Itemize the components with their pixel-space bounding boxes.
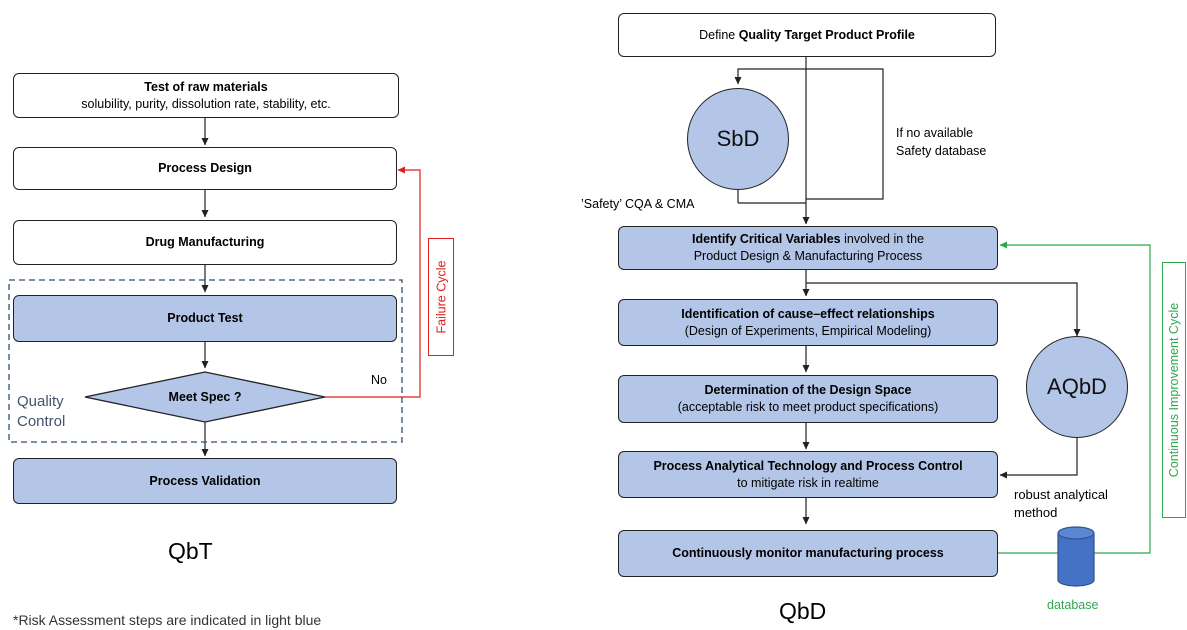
failure-cycle-line xyxy=(325,166,421,398)
process-design-box: Process Design xyxy=(13,147,397,190)
quality-label: Quality xyxy=(17,393,64,410)
identify-bold: Identify Critical Variables xyxy=(691,232,841,246)
qbd-branch-to-sbd xyxy=(734,68,806,85)
control-label: Control xyxy=(17,413,66,430)
meet-spec-label: Meet Spec ? xyxy=(168,390,242,404)
define-qtpp-box: Define Quality Target Product Profile xyxy=(618,13,996,57)
raw-materials-subtitle: solubility, purity, dissolution rate, st… xyxy=(81,96,331,111)
qbd-sbd-bypass xyxy=(806,68,884,200)
sbd-circle: SbD xyxy=(687,88,789,190)
drug-manufacturing-box: Drug Manufacturing xyxy=(13,220,397,265)
pat-box: Process Analytical Technology and Proces… xyxy=(618,451,998,498)
identify-rest: involved in the xyxy=(840,232,925,246)
raw-materials-box: Test of raw materials solubility, purity… xyxy=(13,73,399,118)
identify-critical-variables-box: Identify Critical Variables involved in … xyxy=(618,226,998,270)
quality-control-label: Quality Control xyxy=(17,392,65,432)
improvement-loop xyxy=(999,241,1151,554)
design-space-box: Determination of the Design Space (accep… xyxy=(618,375,998,423)
no-label: No xyxy=(371,373,387,387)
footnote: *Risk Assessment steps are indicated in … xyxy=(13,612,322,628)
database-icon xyxy=(1057,526,1095,587)
database-label: database xyxy=(1047,598,1099,612)
continuous-improvement-label: Continuous Improvement Cycle xyxy=(1162,262,1186,518)
pat-subtitle: to mitigate risk in realtime xyxy=(737,475,879,490)
quality-control-region xyxy=(8,279,403,443)
design-space-subtitle: (acceptable risk to meet product specifi… xyxy=(677,400,939,414)
design-space-title: Determination of the Design Space xyxy=(704,383,912,397)
cause-effect-box: Identification of cause–effect relations… xyxy=(618,299,998,346)
aqbd-circle: AQbD xyxy=(1026,336,1128,438)
qbt-title: QbT xyxy=(168,538,213,564)
aqbd-to-pat xyxy=(999,437,1078,479)
aqbd-feed-line xyxy=(806,282,1081,337)
define-bold: Quality Target Product Profile xyxy=(738,27,915,42)
define-prefix: Define xyxy=(699,27,739,42)
robust-method-note: robust analytical method xyxy=(1014,487,1108,520)
raw-materials-title: Test of raw materials xyxy=(144,79,268,94)
continuous-monitor-box: Continuously monitor manufacturing proce… xyxy=(618,530,998,577)
cause-effect-subtitle: (Design of Experiments, Empirical Modeli… xyxy=(684,323,932,338)
cause-effect-title: Identification of cause–effect relations… xyxy=(681,306,935,321)
safety-cqa-label: ’Safety’ CQA & CMA xyxy=(581,197,695,211)
failure-cycle-label: Failure Cycle xyxy=(428,238,454,356)
product-test-box: Product Test xyxy=(13,295,397,342)
identify-line2: Product Design & Manufacturing Process xyxy=(693,249,923,263)
process-validation-box: Process Validation xyxy=(13,458,397,504)
qbd-title: QbD xyxy=(779,598,827,624)
no-safety-database-note: If no available Safety database xyxy=(896,126,987,158)
pat-title: Process Analytical Technology and Proces… xyxy=(653,458,963,473)
